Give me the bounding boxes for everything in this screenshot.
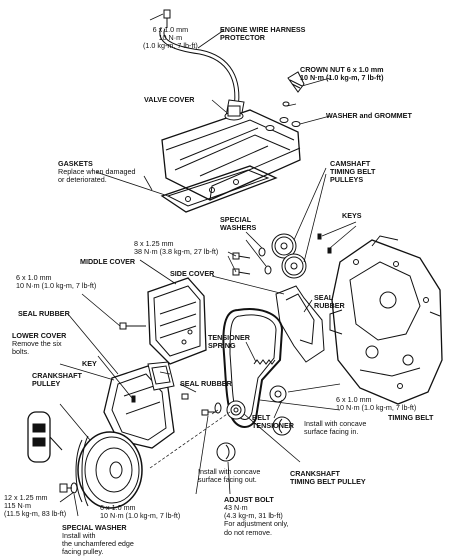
crankshaft-key-label: KEY <box>82 359 97 368</box>
concave-washer-detail-right <box>272 416 292 436</box>
harness-bolt-torque-spec: 6 x 1.0 mm 10 N·m (1.0 kg-m, 7 lb-ft) <box>143 25 198 51</box>
special-washers <box>258 247 272 275</box>
special-washer-note: Install with the unchamfered edge facing… <box>62 531 134 557</box>
lower-bolt-spec-label: 6 x 1.0 mm 10 N·m (1.0 kg-m, 7 lb-ft) <box>336 395 417 413</box>
seal-rubber-lower-cover <box>147 361 175 391</box>
crown-nuts <box>287 71 305 93</box>
special-washer-label: SPECIAL WASHER <box>62 523 127 532</box>
crank-bolt-spec-label: 12 x 1.25 mm 115 N·m (11.5 kg-m, 83 lb-f… <box>4 493 67 519</box>
adjust-bolt-label: ADJUST BOLT <box>224 495 274 504</box>
camshaft-timing-belt-pulleys-label: CAMSHAFT TIMING BELT PULLEYS <box>330 159 376 185</box>
small-guide-washer <box>214 402 222 414</box>
gaskets-label: GASKETS <box>58 159 93 168</box>
pulley-bolt-spec-label: 8 x 1.25 mm 38 N·m (3.8 kg-m, 27 lb-ft) <box>134 239 219 257</box>
washer-and-grommet-label: WASHER and GROMMET <box>326 111 412 120</box>
tensioner-spring <box>253 359 276 365</box>
crown-nut-spec-label: CROWN NUT 6 x 1.0 mm 10 N·m (1.0 kg-m, 7… <box>300 65 384 83</box>
side-cover <box>275 285 325 363</box>
middle-cover <box>147 277 207 365</box>
crankshaft-timing-belt-pulley <box>226 400 246 420</box>
lower-cover-bolts <box>181 393 216 416</box>
seal-rubber-side-label: SEAL RUBBER <box>314 293 345 311</box>
special-washer-detail-inset <box>27 411 63 463</box>
valve-cover <box>161 105 301 201</box>
side-cover-label: SIDE COVER <box>170 269 215 278</box>
crankshaft-key <box>131 395 136 403</box>
seal-rubber-middle-label: SEAL RUBBER <box>18 309 70 318</box>
valve-cover-label: VALVE COVER <box>144 95 195 104</box>
seal-rubber-lower-label: SEAL RUBBER <box>180 379 232 388</box>
crankshaft-timing-belt-pulley-label: CRANKSHAFT TIMING BELT PULLEY <box>290 469 366 487</box>
keys-label: KEYS <box>342 211 362 220</box>
concave-out-note: Install with concave surface facing out. <box>198 467 261 485</box>
keys <box>317 233 332 254</box>
gaskets-note: Replace when damaged or deteriorated. <box>58 167 136 185</box>
crankshaft-pulley <box>75 431 143 509</box>
concave-washer-detail-left <box>216 442 236 462</box>
engine-block <box>329 235 443 405</box>
bottom-bolt-spec-label: 6 x 1.0 mm 10 N·m (1.0 kg-m, 7 lb-ft) <box>100 503 181 521</box>
special-washers-label: SPECIAL WASHERS <box>220 215 257 233</box>
belt-tensioner-label: BELT TENSIONER <box>252 413 294 431</box>
dashed-alignment-lines <box>149 409 231 469</box>
leader-lines <box>59 13 357 517</box>
concave-in-note: Install with concave surface facing in. <box>304 419 367 437</box>
adjust-bolt-spec-note: 43 N·m (4.3 kg-m, 31 lb-ft) For adjustme… <box>224 503 289 537</box>
middle-cover-bolt-spec-label: 6 x 1.0 mm 10 N·m (1.0 kg-m, 7 lb-ft) <box>16 273 97 291</box>
lower-cover-label: LOWER COVER <box>12 331 67 340</box>
timing-belt-label: TIMING BELT <box>388 413 434 422</box>
tensioner-spring-label: TENSIONER SPRING <box>208 333 250 351</box>
valve-cover-gasket <box>160 165 278 213</box>
middle-cover-label: MIDDLE COVER <box>80 257 136 266</box>
camshaft-timing-belt-pulleys <box>271 233 307 279</box>
engine-wire-harness-protector-label: ENGINE WIRE HARNESS PROTECTOR <box>220 25 306 43</box>
crankshaft-pulley-bolt <box>59 483 72 493</box>
lower-cover-note: Remove the six bolts. <box>12 339 62 357</box>
harness-bolt <box>163 9 171 28</box>
crankshaft-pulley-label: CRANKSHAFT PULLEY <box>32 371 82 389</box>
belt-tensioner <box>269 385 287 403</box>
middle-cover-bolt <box>119 322 146 330</box>
